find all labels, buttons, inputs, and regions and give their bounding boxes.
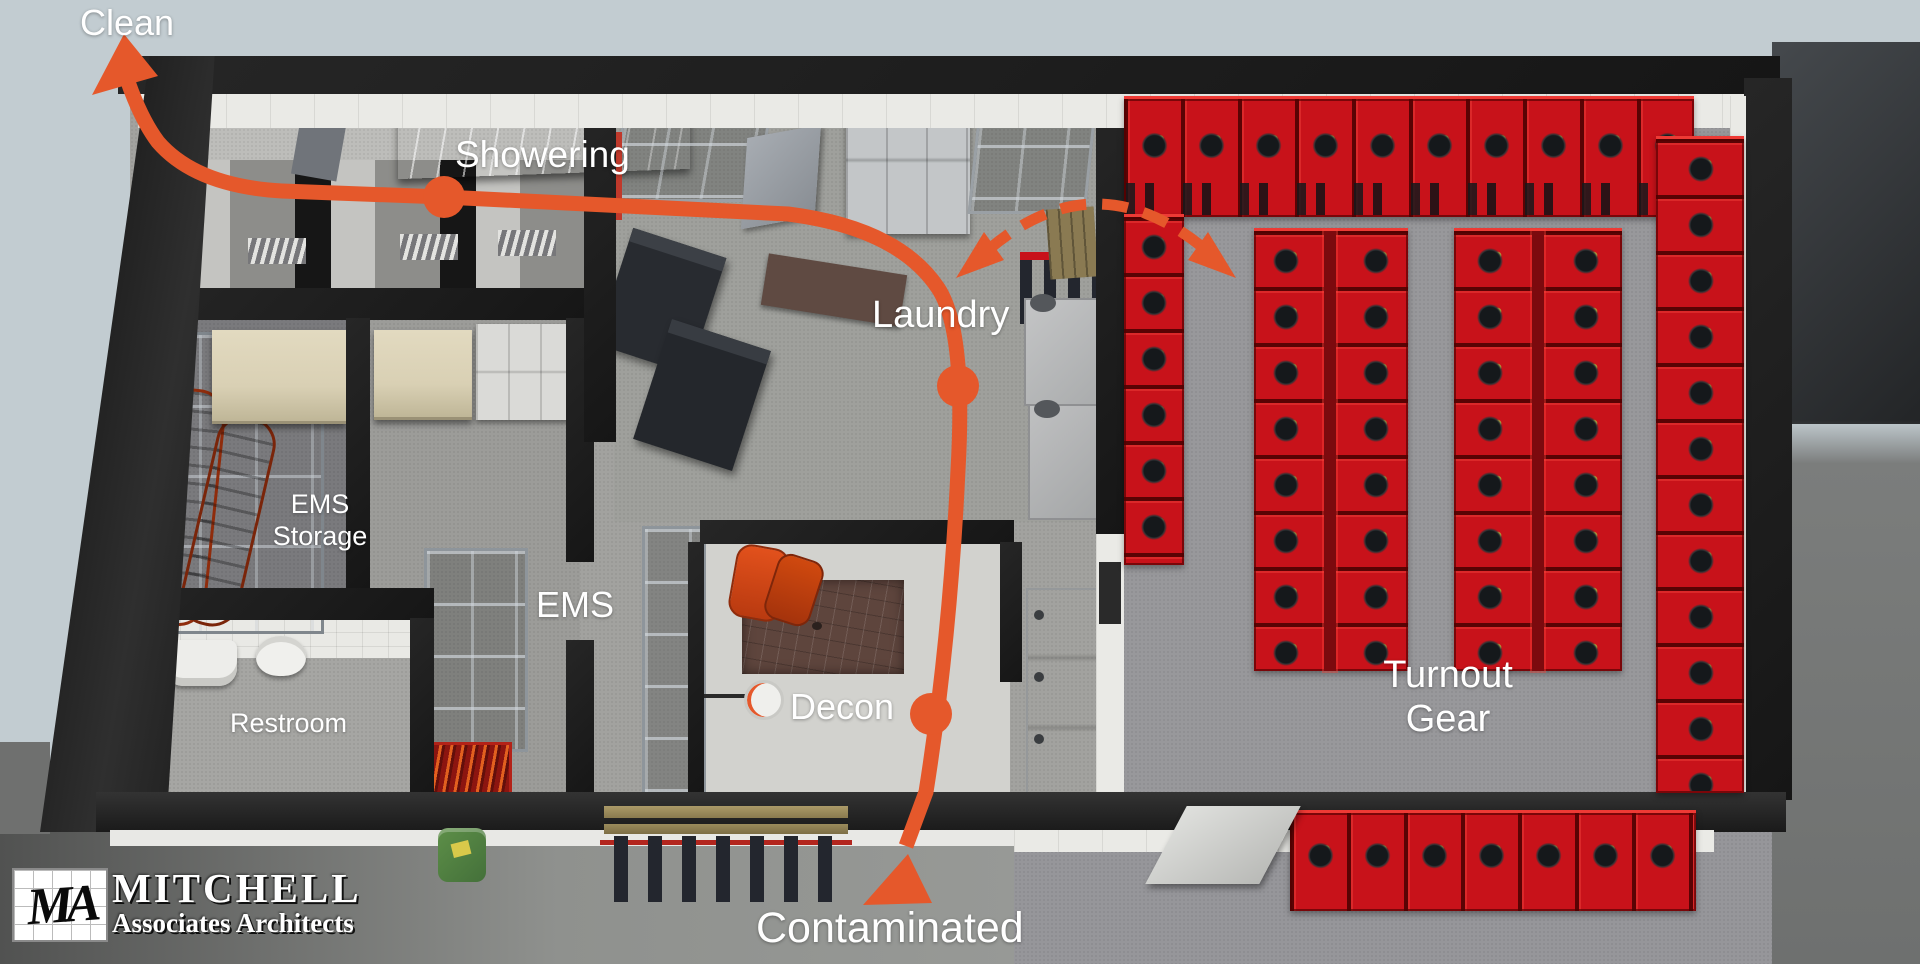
neighbor-building-block bbox=[1772, 42, 1920, 424]
ems-storage-cabinet bbox=[212, 330, 346, 424]
label-showering: Showering bbox=[455, 134, 630, 175]
helmet-column bbox=[1256, 233, 1316, 669]
turnout-locker-row-north bbox=[1124, 96, 1694, 217]
shower-towels bbox=[248, 238, 306, 264]
helmet-column bbox=[1128, 219, 1180, 563]
wall bbox=[1000, 542, 1022, 682]
sink-faucet bbox=[1034, 610, 1044, 620]
logo-subtitle: Associates Architects bbox=[112, 908, 354, 938]
extractor-lid bbox=[1030, 294, 1056, 312]
turnout-locker-row-south bbox=[1290, 810, 1696, 911]
logo: MA MITCHELL Associates Architects bbox=[12, 868, 362, 942]
island-divider bbox=[1324, 231, 1336, 671]
wall bbox=[1096, 92, 1124, 534]
helmet-column bbox=[1346, 233, 1406, 669]
left-concrete-apron bbox=[0, 742, 50, 834]
drying-rack-bar bbox=[604, 806, 848, 818]
sink-faucet bbox=[1034, 672, 1044, 682]
label-contaminated: Contaminated bbox=[756, 904, 1024, 952]
logo-name: MITCHELL bbox=[112, 865, 362, 911]
shower-towels bbox=[498, 230, 556, 256]
drying-rack-bar bbox=[604, 824, 848, 834]
exterior-wall-right bbox=[1744, 78, 1792, 800]
sink-faucet bbox=[1034, 734, 1044, 744]
helmet-column bbox=[1458, 233, 1522, 669]
island-divider bbox=[1532, 231, 1544, 671]
wall bbox=[688, 542, 704, 794]
hanging-bunker-pants bbox=[614, 836, 842, 902]
label-decon: Decon bbox=[790, 686, 895, 727]
boot-row bbox=[1126, 183, 1692, 215]
wall bbox=[700, 520, 1014, 544]
helmet-row bbox=[1126, 117, 1692, 169]
ems-white-shelves bbox=[476, 324, 570, 420]
wall bbox=[410, 618, 434, 796]
ems-overhead-cabinet bbox=[374, 330, 472, 420]
label-clean: Clean bbox=[80, 2, 175, 43]
door-recess bbox=[1099, 562, 1121, 624]
exterior-wall-top bbox=[118, 56, 1780, 94]
label-turnout-line2: Gear bbox=[1405, 697, 1491, 740]
turnout-locker-column-east bbox=[1656, 136, 1744, 793]
logo-monogram-box: MA bbox=[12, 868, 108, 942]
turnout-locker-column-west bbox=[1124, 214, 1184, 565]
label-laundry: Laundry bbox=[872, 294, 1010, 336]
turnout-locker-island bbox=[1254, 228, 1408, 671]
wood-planks bbox=[1045, 206, 1099, 280]
label-restroom: Restroom bbox=[230, 708, 348, 738]
label-turnout-gear: Turnout Gear bbox=[1358, 654, 1538, 741]
helmet-column bbox=[1554, 233, 1618, 669]
decon-shower-head bbox=[744, 680, 784, 720]
helmet-column bbox=[1672, 141, 1730, 791]
label-ems: EMS bbox=[536, 584, 615, 625]
wall-skirt bbox=[110, 830, 1014, 846]
label-ems-storage-line2: Storage bbox=[272, 521, 368, 552]
shower-stalls bbox=[150, 160, 586, 288]
bottom-concrete-apron bbox=[0, 830, 1014, 964]
extractor-lid bbox=[1034, 400, 1060, 418]
turnout-locker-island bbox=[1454, 228, 1622, 671]
right-apron-floor bbox=[1770, 420, 1920, 964]
laundry-open-door bbox=[740, 124, 822, 230]
shower-towels bbox=[400, 234, 458, 260]
label-turnout-line1: Turnout bbox=[1383, 654, 1513, 696]
label-ems-storage-line1: EMS bbox=[290, 489, 350, 519]
wall bbox=[566, 640, 594, 796]
ems-cage-shelf bbox=[424, 548, 528, 752]
helmet-row bbox=[1292, 827, 1694, 879]
decon-floor-drain bbox=[812, 622, 822, 630]
label-ems-storage: EMS Storage bbox=[248, 488, 392, 553]
logo-monogram: MA bbox=[24, 874, 96, 936]
restroom-toilet bbox=[256, 636, 306, 676]
